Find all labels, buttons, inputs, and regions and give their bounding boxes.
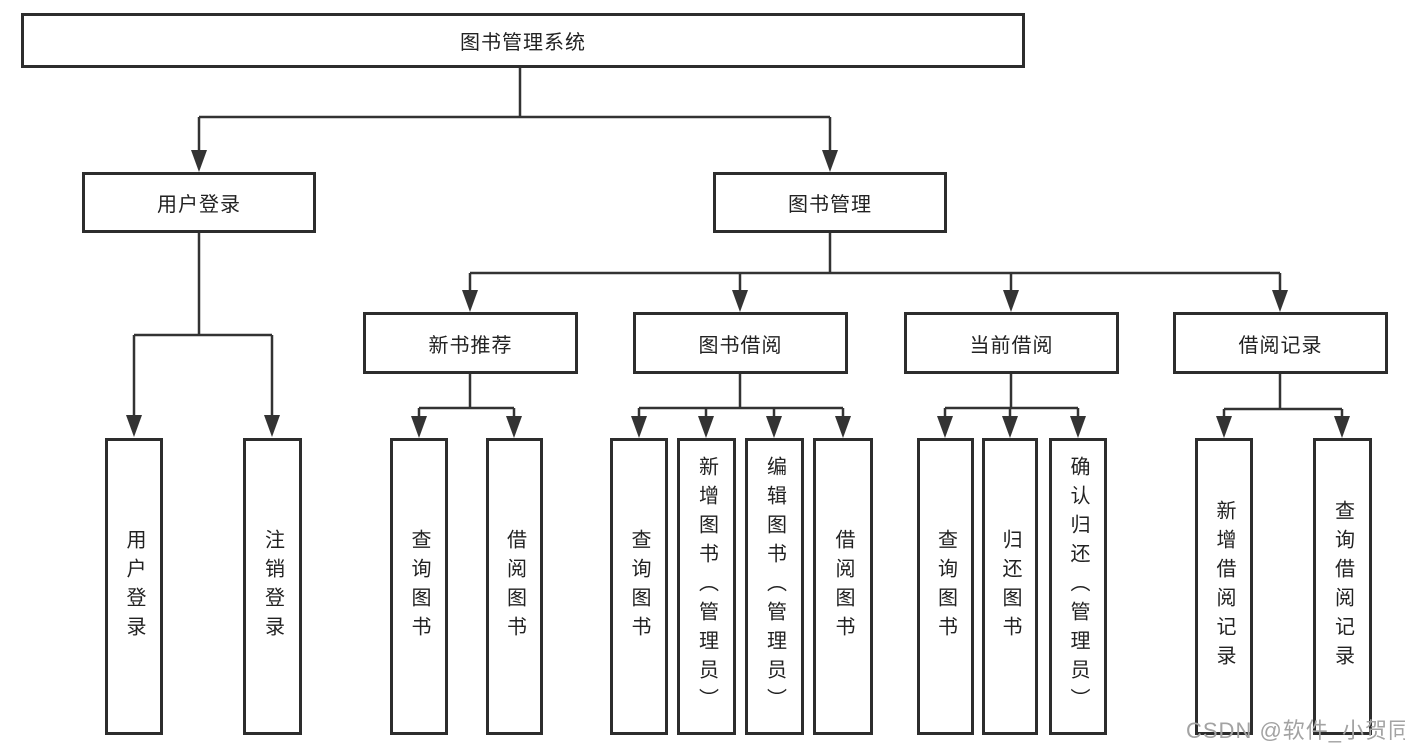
arrow-down-icon (462, 290, 478, 312)
node-label: 编辑图书（管理员） (763, 456, 786, 717)
leaf-query-borrow-record: 查询借阅记录 (1313, 438, 1372, 735)
leaf-add-books-admin: 新增图书（管理员） (677, 438, 736, 735)
arrow-down-icon (732, 290, 748, 312)
node-label: 新增借阅记录 (1213, 499, 1235, 674)
node-label: 查询借阅记录 (1331, 499, 1354, 674)
node-label: 借阅图书 (503, 528, 526, 645)
leaf-query-books: 查询图书 (390, 438, 448, 735)
node-book-management: 图书管理 (713, 172, 947, 233)
node-label: 借阅记录 (1238, 334, 1323, 357)
arrow-down-icon (937, 416, 953, 438)
node-borrowing-records: 借阅记录 (1173, 312, 1388, 374)
node-label: 查询图书 (408, 528, 430, 645)
node-label: 借阅图书 (832, 528, 854, 645)
arrow-down-icon (631, 416, 647, 438)
connector-paths (132, 68, 1344, 417)
arrow-down-icon (264, 415, 280, 437)
arrow-down-icon (835, 416, 851, 438)
node-label: 图书借阅 (698, 334, 783, 357)
arrow-down-icon (1216, 416, 1232, 438)
node-label: 查询图书 (628, 528, 650, 645)
leaf-add-borrow-record: 新增借阅记录 (1195, 438, 1253, 735)
node-label: 当前借阅 (969, 334, 1054, 357)
node-label: 注销登录 (261, 528, 284, 645)
node-label: 图书管理系统 (460, 32, 586, 54)
node-label: 查询图书 (934, 528, 957, 645)
leaf-edit-books-admin: 编辑图书（管理员） (745, 438, 804, 735)
leaf-query-books: 查询图书 (610, 438, 668, 735)
leaf-confirm-return-admin: 确认归还（管理员） (1049, 438, 1107, 735)
node-label: 新书推荐 (428, 334, 513, 357)
leaf-return-books: 归还图书 (982, 438, 1038, 735)
leaf-logout: 注销登录 (243, 438, 302, 735)
arrow-down-icon (698, 416, 714, 438)
arrow-down-icon (411, 416, 427, 438)
csdn-watermark: CSDN @软件_小贺同学 (1186, 718, 1405, 743)
node-new-book-recommend: 新书推荐 (363, 312, 578, 374)
leaf-query-books: 查询图书 (917, 438, 974, 735)
node-label: 归还图书 (999, 528, 1021, 645)
node-label: 用户登录 (123, 528, 145, 645)
leaf-borrow-books: 借阅图书 (813, 438, 873, 735)
node-user-login: 用户登录 (82, 172, 316, 233)
node-label: 确认归还（管理员） (1067, 456, 1089, 717)
arrow-down-icon (822, 150, 838, 172)
node-label: 新增图书（管理员） (695, 456, 718, 717)
arrowheads (126, 150, 1350, 438)
leaf-borrow-books: 借阅图书 (486, 438, 543, 735)
arrow-down-icon (1002, 416, 1018, 438)
node-book-borrowing: 图书借阅 (633, 312, 848, 374)
arrow-down-icon (1334, 416, 1350, 438)
node-library-management-system: 图书管理系统 (21, 13, 1025, 68)
node-label: 图书管理 (788, 194, 872, 216)
arrow-down-icon (506, 416, 522, 438)
leaf-user-login: 用户登录 (105, 438, 163, 735)
node-label: 用户登录 (157, 194, 241, 216)
arrow-down-icon (1070, 416, 1086, 438)
arrow-down-icon (1272, 290, 1288, 312)
arrow-down-icon (766, 416, 782, 438)
node-current-borrowing: 当前借阅 (904, 312, 1119, 374)
arrow-down-icon (1003, 290, 1019, 312)
arrow-down-icon (126, 415, 142, 437)
arrow-down-icon (191, 150, 207, 172)
